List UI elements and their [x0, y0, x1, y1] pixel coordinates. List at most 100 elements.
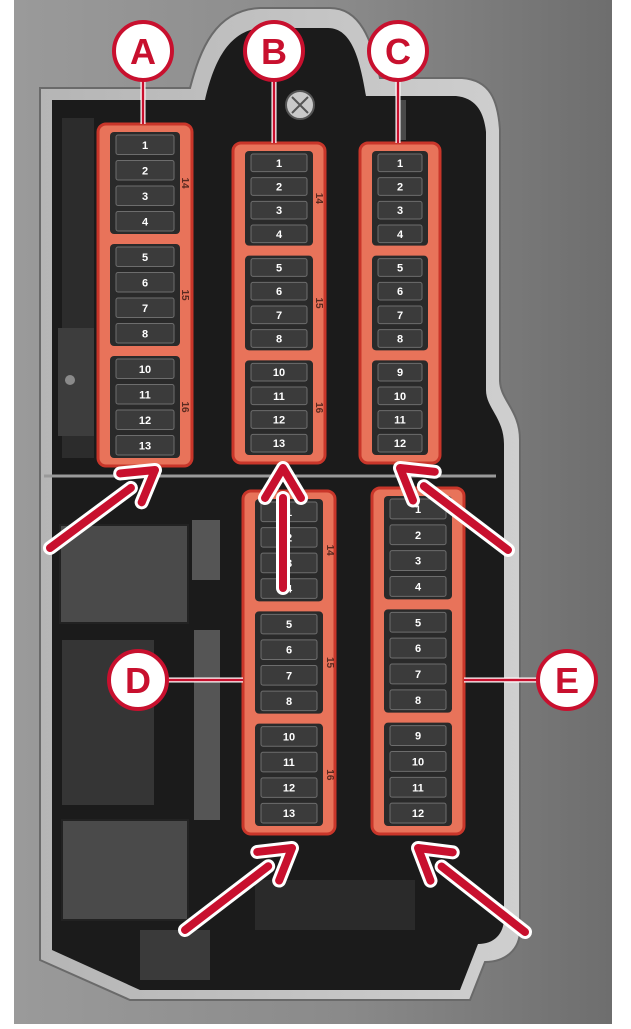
fuse-body [377, 386, 423, 406]
fuse-body [250, 177, 308, 196]
fuse-slot: 13 [260, 802, 318, 824]
fuse-slot: 3 [377, 200, 423, 220]
fuse-body [250, 386, 308, 406]
fuse-number: 4 [397, 229, 404, 241]
fuse-number: 4 [142, 216, 149, 228]
fuse-body [377, 177, 423, 196]
fuse-number: 10 [283, 731, 295, 743]
fuse-body [250, 410, 308, 429]
fuse-slot: 6 [389, 637, 447, 659]
fuse-number: 11 [412, 782, 424, 794]
fuse-slot: 10 [260, 726, 318, 747]
fuse-number: 2 [276, 182, 282, 194]
callout-e: E [464, 649, 598, 711]
side-fuse-number: 14 [179, 177, 190, 189]
fuse-slot: 5 [250, 258, 308, 277]
terminal-post [400, 100, 406, 140]
fuse-slot: 11 [260, 751, 318, 773]
fuse-slot: 11 [115, 384, 175, 405]
fuse-group-frame [110, 356, 180, 458]
fuse-body [377, 224, 423, 244]
fuse-slot: 6 [260, 639, 318, 661]
arrow-a [43, 463, 162, 555]
fuse-slot: 5 [115, 246, 175, 267]
fuse-slot: 12 [250, 410, 308, 429]
left-bracket [58, 328, 94, 436]
fuse-body [260, 777, 318, 798]
fuse-slot: 7 [377, 305, 423, 325]
fuse-group-frame [245, 151, 313, 246]
fuse-number: 12 [412, 808, 424, 820]
fuse-number: 8 [397, 334, 403, 346]
fuse-number: 3 [397, 205, 403, 217]
fuse-slot: 12 [260, 777, 318, 798]
callout-circle [243, 20, 305, 82]
fuse-slot: 10 [377, 386, 423, 406]
fuse-slot: 6 [115, 272, 175, 293]
fuse-number: 7 [397, 310, 403, 322]
fuse-number: 5 [415, 617, 421, 629]
fuse-slot: 8 [377, 329, 423, 348]
fuse-slot: 1 [115, 134, 175, 155]
fuse-number: 1 [142, 140, 148, 152]
fuse-body [389, 637, 447, 659]
fuse-number: 1 [276, 158, 282, 170]
fuse-body [260, 726, 318, 747]
fuse-body [250, 433, 308, 453]
fuse-slot: 5 [377, 258, 423, 277]
fuse-body [389, 663, 447, 685]
fuse-number: 2 [415, 530, 421, 542]
fuse-slot: 10 [250, 362, 308, 382]
fuse-body [389, 689, 447, 711]
fuse-body [115, 272, 175, 293]
fuse-slot: 9 [377, 362, 423, 382]
fuse-number: 13 [139, 440, 151, 452]
fuse-slot: 8 [250, 329, 308, 348]
side-fuse-number: 14 [324, 545, 335, 557]
connector-1 [192, 520, 220, 580]
fuse-group-frame [110, 244, 180, 346]
fuse-number: 8 [415, 695, 421, 707]
callout-circle [367, 20, 429, 82]
fuse-group-frame [245, 360, 313, 455]
callout-a: A [112, 20, 174, 124]
fuse-number: 13 [273, 438, 285, 450]
fuse-body [115, 246, 175, 267]
fuse-body [389, 725, 447, 747]
fuse-slot: 4 [115, 211, 175, 232]
fuse-body [115, 134, 175, 155]
fuse-body [377, 200, 423, 220]
fuse-body [260, 690, 318, 712]
callout-letter: C [385, 31, 411, 72]
fuse-slot: 2 [250, 177, 308, 196]
arrows [43, 461, 532, 939]
fuse-slot: 7 [250, 305, 308, 325]
fuse-slot: 8 [260, 690, 318, 712]
fuse-slot: 11 [377, 410, 423, 429]
fuse-number: 1 [415, 504, 421, 516]
arrow-c [393, 461, 515, 557]
fuse-body [389, 776, 447, 798]
fuse-group-frame [372, 360, 428, 455]
fuse-slot: 4 [389, 576, 447, 597]
fuse-slot: 12 [389, 802, 447, 824]
bottom-terminal [255, 880, 415, 930]
callout-circle [107, 649, 169, 711]
fuse-body [377, 410, 423, 429]
fuse-slot: 2 [115, 160, 175, 181]
fuse-slot: 4 [377, 224, 423, 244]
fuse-slot: 1 [377, 153, 423, 173]
fuse-body [377, 433, 423, 453]
fuse-number: 11 [283, 757, 295, 769]
fuse-body [250, 305, 308, 325]
fuse-slot: 4 [250, 224, 308, 244]
fuse-number: 3 [276, 205, 282, 217]
relay-block-1 [59, 524, 189, 624]
relay-block-3 [61, 819, 189, 921]
fuse-body [250, 200, 308, 220]
fuse-slot: 12 [377, 433, 423, 453]
fuse-body [115, 185, 175, 206]
